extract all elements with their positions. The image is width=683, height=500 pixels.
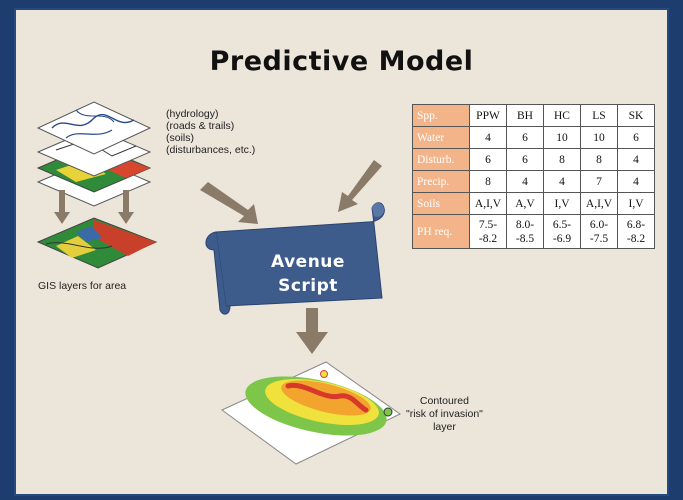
table-header-cell: Spp. [412, 104, 470, 127]
arrow-icon [200, 160, 382, 224]
layer-label: (disturbances, etc.) [166, 144, 256, 156]
script-label-line: Script [278, 276, 338, 296]
table-header-cell: SK [617, 104, 655, 127]
row-header-cell: Disturb. [412, 148, 470, 171]
gis-layer-list: (hydrology) (roads & trails) (soils) (di… [166, 108, 255, 156]
table-header-cell: PPW [469, 104, 507, 127]
table-cell: 10 [543, 126, 581, 149]
arrow-icon [296, 308, 328, 354]
table-cell: A,I,V [469, 192, 507, 215]
contour-label: Contoured "risk of invasion" layer [406, 395, 483, 434]
table-cell: 4 [617, 148, 655, 171]
table-cell: A,I,V [580, 192, 618, 215]
layer-label: (hydrology) [166, 108, 219, 120]
table-row: Precip. 8 4 4 7 4 [412, 170, 655, 193]
table-cell: 10 [580, 126, 618, 149]
table-cell: 8 [543, 148, 581, 171]
script-label-line: Avenue [271, 252, 345, 272]
table-cell: 4 [469, 126, 507, 149]
contour-label-line: "risk of invasion" [406, 408, 483, 420]
table-header-row: Spp. PPW BH HC LS SK [412, 104, 655, 127]
table-row: Disturb. 6 6 8 8 4 [412, 148, 655, 171]
table-cell: 7.5--8.2 [469, 214, 507, 249]
stacked-gis-layers-icon [36, 101, 152, 207]
slide: Predictive Model [14, 8, 669, 496]
table-row: PH req. 7.5--8.2 8.0--8.5 6.5--6.9 6.0--… [412, 214, 655, 249]
table-cell: 6.0--7.5 [580, 214, 618, 249]
row-header-cell: PH req. [412, 214, 470, 249]
diagram-graphics [36, 101, 401, 465]
table-cell: 8 [469, 170, 507, 193]
table-cell: 4 [543, 170, 581, 193]
table-cell: I,V [617, 192, 655, 215]
gis-label: GIS layers for area [38, 280, 127, 292]
row-header-cell: Soils [412, 192, 470, 215]
table-header-cell: HC [543, 104, 581, 127]
table-cell: 4 [617, 170, 655, 193]
table-header-cell: LS [580, 104, 618, 127]
table-row: Soils A,I,V A,V I,V A,I,V I,V [412, 192, 655, 215]
table-cell: 8 [580, 148, 618, 171]
table-cell: A,V [506, 192, 544, 215]
contour-label-line: layer [433, 421, 456, 433]
table-row: Water 4 6 10 10 6 [412, 126, 655, 149]
scroll-icon [205, 202, 385, 315]
table-cell: 4 [506, 170, 544, 193]
gis-map-icon [36, 217, 158, 269]
contour-map-icon [221, 361, 401, 465]
table-cell: 6 [506, 126, 544, 149]
layer-label: (soils) [166, 132, 194, 144]
script-label: Avenue Script [228, 250, 388, 298]
table-cell: I,V [543, 192, 581, 215]
table-cell: 6.8--8.2 [617, 214, 655, 249]
table-cell: 6 [469, 148, 507, 171]
page-title: Predictive Model [209, 46, 474, 77]
row-header-cell: Precip. [412, 170, 470, 193]
row-header-cell: Water [412, 126, 470, 149]
table-cell: 6.5--6.9 [543, 214, 581, 249]
species-requirements-table: Spp. PPW BH HC LS SK Water 4 6 10 10 6 D… [412, 104, 655, 249]
table-cell: 6 [506, 148, 544, 171]
table-header-cell: BH [506, 104, 544, 127]
table-cell: 6 [617, 126, 655, 149]
layer-label: (roads & trails) [166, 120, 235, 132]
contour-label-line: Contoured [419, 395, 469, 407]
arrow-icon [54, 190, 134, 224]
table-cell: 8.0--8.5 [506, 214, 544, 249]
table-cell: 7 [580, 170, 618, 193]
